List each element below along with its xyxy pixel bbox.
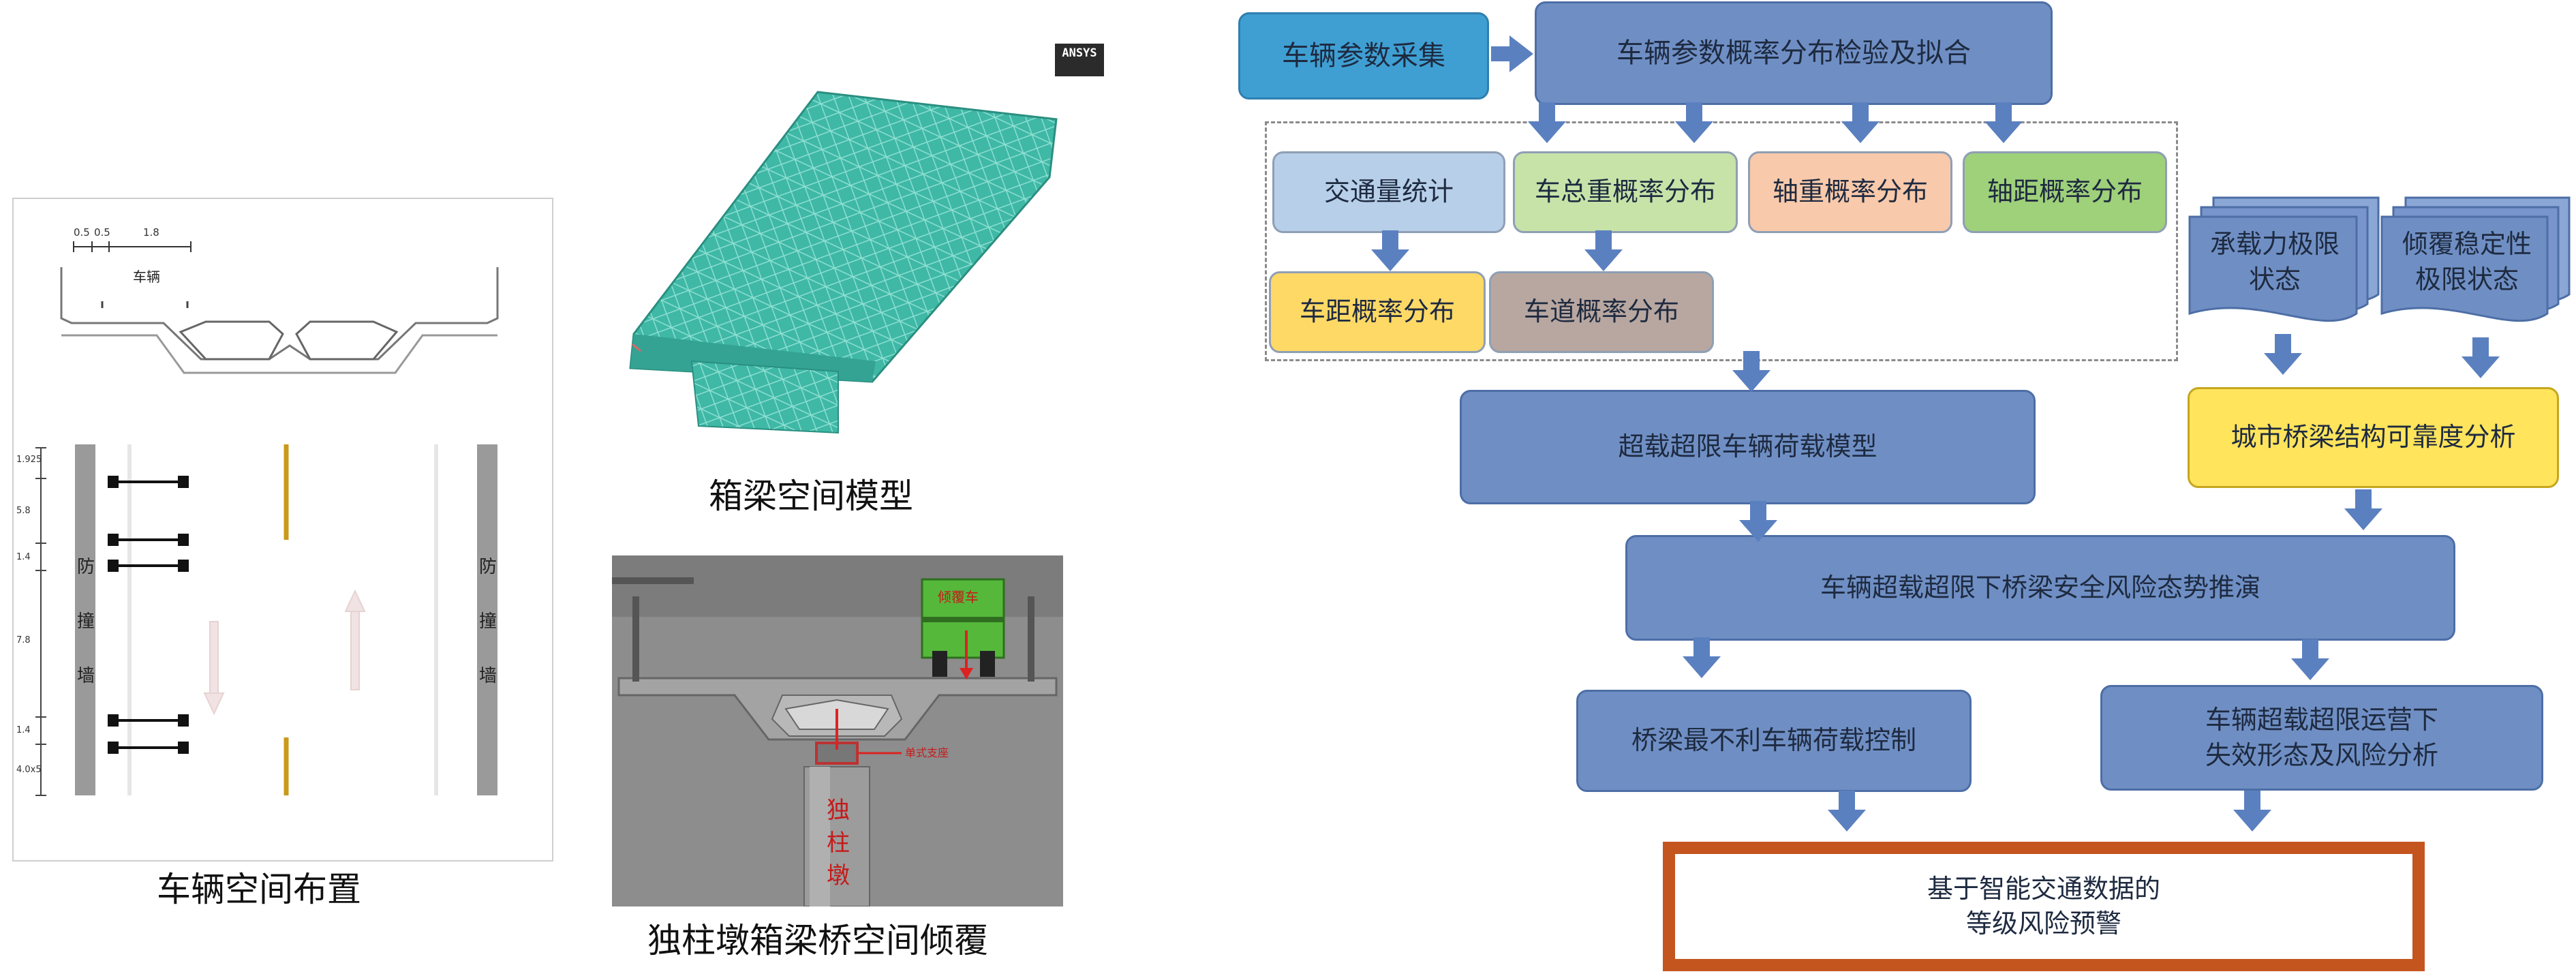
distribution-group <box>1265 121 2178 361</box>
warning-line-1: 基于智能交通数据的 <box>1927 873 2160 904</box>
arrow-fit-to-traffic <box>1528 102 1566 143</box>
barrier-left-char-1: 防 <box>76 557 95 577</box>
barrier-right-char-2: 撞 <box>478 611 497 632</box>
ansys-logo-text: ANSYS <box>1062 46 1097 60</box>
wheelbase-text: 轴距概率分布 <box>1987 177 2143 207</box>
warning-line-2: 等级风险预警 <box>1965 909 2121 939</box>
pier-label: 独 柱 墩 <box>825 794 852 892</box>
dim-side-3: 1.4 <box>16 552 31 562</box>
pier-label-char-2: 柱 <box>827 829 850 857</box>
lane-distribution: 车道概率分布 <box>1489 271 1714 353</box>
arrow-group-to-model <box>1732 351 1770 392</box>
arrow-capacity-to-reliability <box>2264 334 2302 375</box>
risk-deduction-text: 车辆超载超限下桥梁安全风险态势推演 <box>1820 572 2260 603</box>
ansys-logo: ANSYS <box>1055 44 1104 76</box>
failure-mode-risk-analysis: 车辆超载超限运营下 失效形态及风险分析 <box>2100 685 2543 791</box>
collect-text: 车辆参数采集 <box>1282 40 1445 72</box>
fit-text: 车辆参数概率分布检验及拟合 <box>1616 37 1971 69</box>
barrier-right-char-1: 防 <box>478 557 497 577</box>
arrow-gross-to-lane <box>1584 230 1623 271</box>
pier-label-char-3: 墩 <box>827 862 850 889</box>
pier-label-char-1: 独 <box>827 797 850 824</box>
fe-mesh-drawing <box>629 91 1058 434</box>
dim-side-5: 1.4 <box>16 725 31 735</box>
wheelbase-distribution: 轴距概率分布 <box>1963 151 2167 233</box>
failure-analysis-line-1: 车辆超载超限运营下 <box>2205 705 2438 735</box>
gross-weight-distribution: 车总重概率分布 <box>1513 151 1738 233</box>
arrow-risk-to-failure <box>2291 639 2329 680</box>
box-girder-caption: 箱梁空间模型 <box>709 476 913 516</box>
failure-analysis-line-2: 失效形态及风险分析 <box>2205 739 2438 770</box>
barrier-right-char-3: 墙 <box>478 666 497 686</box>
barrier-label-right: 防 撞 墙 <box>478 540 497 703</box>
arrow-reliability-to-risk <box>2344 489 2382 530</box>
dim-top-2: 0.5 <box>94 226 110 239</box>
gross-weight-text: 车总重概率分布 <box>1534 177 1716 207</box>
bearing-capacity-line-2: 状态 <box>2248 264 2301 294</box>
overturn-stability-limit-state: 倾覆稳定性 极限状态 <box>2378 192 2573 329</box>
arrow-collect-to-fit <box>1491 35 1533 72</box>
bearing-label: 单式支座 <box>905 746 949 759</box>
arrow-control-to-warning <box>1828 791 1866 832</box>
unfavorable-control-text: 桥梁最不利车辆荷载控制 <box>1631 725 1916 756</box>
vehicle-layout-caption: 车辆空间布置 <box>157 870 361 909</box>
bearing-capacity-limit-state: 承载力极限 状态 <box>2186 192 2384 329</box>
vehicle-layout-panel: 车辆 0.5 0.5 1.8 1.925 5.8 1.4 7.8 1.4 4.0… <box>12 198 553 861</box>
axle-weight-distribution: 轴重概率分布 <box>1748 151 1952 233</box>
arrow-fit-to-axle <box>1841 102 1880 143</box>
axle-weight-text: 轴重概率分布 <box>1772 177 1928 207</box>
overturn-stability-shape <box>2380 196 2571 322</box>
barrier-label-left: 防 撞 墙 <box>76 540 95 703</box>
arrow-fit-to-wheelbase <box>1984 102 2023 143</box>
barrier-left-char-3: 墙 <box>76 666 95 686</box>
overturn-truck-label: 倾覆车 <box>938 589 979 605</box>
overturn-stability-line-2: 极限状态 <box>2414 264 2519 294</box>
headway-text: 车距概率分布 <box>1299 296 1455 327</box>
dim-side-6: 4.0x5 <box>16 765 42 775</box>
overload-vehicle-load-model: 超载超限车辆荷载模型 <box>1460 390 2036 504</box>
box-girder-model <box>613 41 1104 450</box>
bearing-capacity-text: 承载力极限 状态 <box>2193 226 2357 297</box>
vehicle-parameter-collection: 车辆参数采集 <box>1238 12 1489 100</box>
dim-top-1: 0.5 <box>74 226 90 239</box>
overturn-stability-text: 倾覆稳定性 极限状态 <box>2385 226 2549 297</box>
overturn-drawing <box>612 555 1063 906</box>
headway-distribution: 车距概率分布 <box>1269 271 1486 353</box>
traffic-volume-text: 交通量统计 <box>1323 177 1454 207</box>
graded-risk-warning: 基于智能交通数据的 等级风险预警 <box>1663 842 2425 971</box>
distribution-fitting: 车辆参数概率分布检验及拟合 <box>1535 1 2053 105</box>
bearing-capacity-line-1: 承载力极限 <box>2209 229 2340 259</box>
dim-top-3: 1.8 <box>143 226 159 239</box>
overturn-stability-line-1: 倾覆稳定性 <box>2402 229 2532 259</box>
arrow-traffic-to-headway <box>1371 230 1409 271</box>
vehicle-layout-drawing <box>35 241 499 796</box>
bearing-capacity-shape <box>2188 196 2380 322</box>
arrow-risk-to-control <box>1683 637 1721 678</box>
reliability-text: 城市桥梁结构可靠度分析 <box>2230 422 2516 453</box>
arrow-model-to-risk <box>1739 501 1777 542</box>
unfavorable-load-control: 桥梁最不利车辆荷载控制 <box>1576 690 1972 792</box>
vehicle-label: 车辆 <box>133 269 160 285</box>
dim-side-2: 5.8 <box>16 506 31 516</box>
barrier-left-char-2: 撞 <box>76 611 95 632</box>
arrow-failure-to-warning <box>2233 791 2271 832</box>
overturn-caption: 独柱墩箱梁桥空间倾覆 <box>647 921 988 960</box>
overturn-photo: 倾覆车 单式支座 独 柱 墩 <box>612 555 1063 906</box>
overload-model-text: 超载超限车辆荷载模型 <box>1618 431 1877 462</box>
dim-side-4: 7.8 <box>16 635 31 645</box>
reliability-analysis: 城市桥梁结构可靠度分析 <box>2188 387 2559 488</box>
lane-text: 车道概率分布 <box>1523 296 1679 327</box>
arrow-stability-to-reliability <box>2462 337 2500 378</box>
arrow-fit-to-gross <box>1675 102 1713 143</box>
dim-side-1: 1.925 <box>16 455 42 465</box>
risk-situation-deduction: 车辆超载超限下桥梁安全风险态势推演 <box>1625 535 2455 641</box>
